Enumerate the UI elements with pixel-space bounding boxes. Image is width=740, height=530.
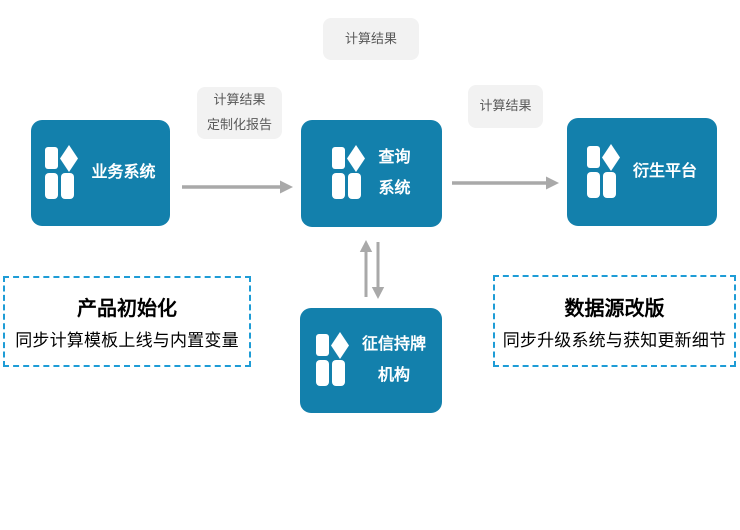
grid-diamond-icon xyxy=(332,145,366,199)
node-label-line2: 系统 xyxy=(378,179,411,197)
node-query-system: 查询 系统 xyxy=(301,120,442,227)
edge-label-text: 计算结果 xyxy=(344,30,397,46)
arrow-credit-to-query-up xyxy=(359,240,373,297)
node-credit-licensed-agency: 征信持牌 机构 xyxy=(300,308,442,413)
node-label: 查询 系统 xyxy=(378,143,410,204)
node-label: 衍生平台 xyxy=(633,157,697,187)
node-label-line2: 机构 xyxy=(377,366,410,384)
node-label-line1: 查询 xyxy=(378,149,411,167)
arrow-query-to-derive xyxy=(452,176,559,190)
grid-diamond-icon xyxy=(45,144,79,199)
node-business-system: 业务系统 xyxy=(31,120,170,226)
node-label-line: 业务系统 xyxy=(91,163,156,181)
edge-label-text-line2: 定制化报告 xyxy=(206,117,272,132)
node-label: 业务系统 xyxy=(91,158,155,188)
edge-label-text-line1: 计算结果 xyxy=(213,92,266,108)
edge-label-query-to-derive: 计算结果 xyxy=(468,85,543,128)
note-product-initialization: 产品初始化 同步计算模板上线与内置变量 xyxy=(3,276,251,367)
node-label: 征信持牌 机构 xyxy=(362,330,426,391)
note-subtitle: 同步升级系统与获知更新细节 xyxy=(502,330,727,350)
arrow-query-to-credit-down xyxy=(371,242,385,299)
node-derivative-platform: 衍生平台 xyxy=(567,118,717,226)
edge-label-top-result: 计算结果 xyxy=(323,18,419,60)
note-datasource-revision: 数据源改版 同步升级系统与获知更新细节 xyxy=(493,275,736,367)
note-title: 数据源改版 xyxy=(564,297,665,320)
edge-label-business-to-query: 计算结果 定制化报告 xyxy=(197,87,282,139)
node-label-line: 衍生平台 xyxy=(632,162,697,180)
grid-diamond-icon xyxy=(586,143,620,198)
grid-diamond-icon xyxy=(315,332,349,386)
edge-label-text: 计算结果 xyxy=(479,98,532,114)
note-subtitle: 同步计算模板上线与内置变量 xyxy=(15,331,239,350)
node-label-line1: 征信持牌 xyxy=(361,336,426,354)
note-title: 产品初始化 xyxy=(77,298,177,320)
arrow-business-to-query xyxy=(182,180,293,194)
